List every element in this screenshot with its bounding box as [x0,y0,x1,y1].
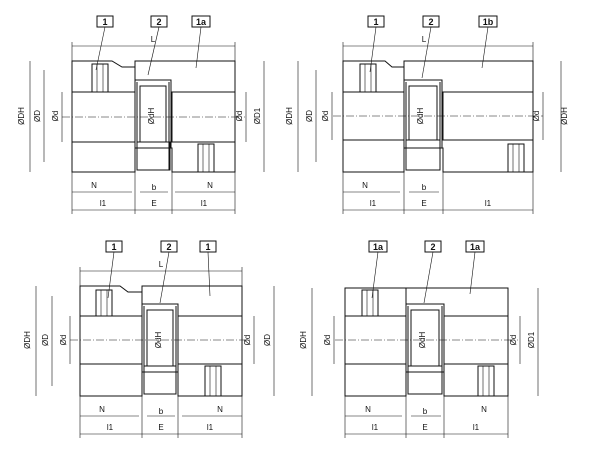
svg-text:ØDH: ØDH [23,331,32,349]
svg-text:2: 2 [156,17,161,27]
svg-text:l1: l1 [207,423,214,432]
svg-text:2: 2 [430,242,435,252]
svg-text:l1: l1 [201,199,208,208]
axial-dimensions: N b l1 E l1 [342,172,534,214]
svg-text:1: 1 [373,17,378,27]
svg-text:Ød: Ød [532,111,541,122]
svg-text:Ød: Ød [51,111,60,122]
callout-part-2: 2 [423,240,442,304]
left-hub-section [79,285,143,397]
callout-part-1a-right: 1a [465,240,485,295]
svg-text:b: b [423,407,428,416]
svg-text:Ød: Ød [509,335,518,346]
callout-part-1-right: 1 [199,240,217,297]
svg-text:2: 2 [428,17,433,27]
svg-text:ØD: ØD [41,334,50,346]
svg-text:ØD: ØD [305,110,314,122]
svg-text:N: N [91,181,97,190]
svg-text:2: 2 [166,242,171,252]
coupling-view-bottom-left: 1 2 1 L [23,240,275,438]
svg-text:ØD: ØD [33,110,42,122]
svg-text:1: 1 [111,242,116,252]
coupling-view-bottom-right: 1a 2 1a [299,240,539,438]
svg-text:ØDH: ØDH [299,331,308,349]
axial-dimensions: N b N l1 E l1 [79,396,243,438]
right-diameter-dimensions: Ød ØDH [532,61,569,172]
callout-part-1: 1 [105,240,123,299]
callout-part-1b: 1b [478,15,498,69]
svg-text:b: b [152,183,157,192]
svg-text:l1: l1 [473,423,480,432]
svg-text:l1: l1 [485,199,492,208]
length-dimension: L [342,35,534,62]
svg-text:1a: 1a [373,242,384,252]
svg-text:N: N [99,405,105,414]
right-diameter-dimensions: Ød ØD [243,286,275,396]
svg-text:b: b [159,407,164,416]
svg-text:N: N [365,405,371,414]
callout-part-2: 2 [147,15,168,76]
svg-text:L: L [151,35,156,44]
svg-text:L: L [159,260,164,269]
svg-text:Ød: Ød [243,335,252,346]
svg-text:Ød: Ød [235,111,244,122]
svg-text:ØD1: ØD1 [527,331,536,348]
hub-bore-label: ØdH [416,108,425,125]
svg-text:N: N [207,181,213,190]
axial-dimensions: N b N l1 E l1 [344,396,509,438]
svg-text:l1: l1 [107,423,114,432]
right-diameter-dimensions: Ød ØD1 [509,288,539,396]
svg-text:Ød: Ød [323,335,332,346]
right-diameter-dimensions: Ød ØD1 [235,61,265,172]
svg-text:1b: 1b [483,17,494,27]
svg-text:ØDH: ØDH [560,107,569,125]
callout-part-2: 2 [159,240,178,304]
svg-text:E: E [151,199,156,208]
svg-text:ØDH: ØDH [285,107,294,125]
svg-text:l1: l1 [100,199,107,208]
svg-text:ØDH: ØDH [17,107,26,125]
left-hub-section [344,287,407,397]
left-diameter-dimensions: ØDH Ød [299,288,335,396]
hub-bore-label: ØdH [147,108,156,125]
left-diameter-dimensions: ØDH ØD Ød [285,61,333,172]
coupling-view-top-left: 1 2 1a L [17,15,265,214]
hub-bore-label: ØdH [154,332,163,349]
svg-text:N: N [217,405,223,414]
svg-text:b: b [422,183,427,192]
callout-part-1a: 1a [191,15,211,69]
svg-text:1a: 1a [470,242,481,252]
left-diameter-dimensions: ØDH ØD Ød [23,286,71,396]
svg-text:ØD1: ØD1 [253,107,262,124]
svg-text:E: E [158,423,163,432]
coupling-view-top-right: 1 2 1b L [285,15,569,214]
length-dimension: L [71,35,236,62]
svg-text:1a: 1a [196,17,207,27]
svg-text:Ød: Ød [59,335,68,346]
left-hub-section [71,60,136,173]
svg-text:l1: l1 [372,423,379,432]
svg-text:1: 1 [205,242,210,252]
left-hub-section [342,60,405,173]
svg-text:E: E [421,199,426,208]
left-diameter-dimensions: ØDH ØD Ød [17,61,63,172]
length-dimension: L [79,260,243,287]
svg-text:1: 1 [102,17,107,27]
svg-text:E: E [422,423,427,432]
svg-text:L: L [422,35,427,44]
svg-text:N: N [481,405,487,414]
callout-part-2: 2 [421,15,440,79]
hub-bore-label: ØdH [418,332,427,349]
svg-text:Ød: Ød [321,111,330,122]
callout-part-1a: 1a [368,240,388,299]
svg-text:l1: l1 [370,199,377,208]
axial-dimensions: N b N l1 E l1 [71,172,236,214]
svg-text:N: N [362,181,368,190]
svg-text:ØD: ØD [263,334,272,346]
callout-part-1: 1 [95,15,114,71]
